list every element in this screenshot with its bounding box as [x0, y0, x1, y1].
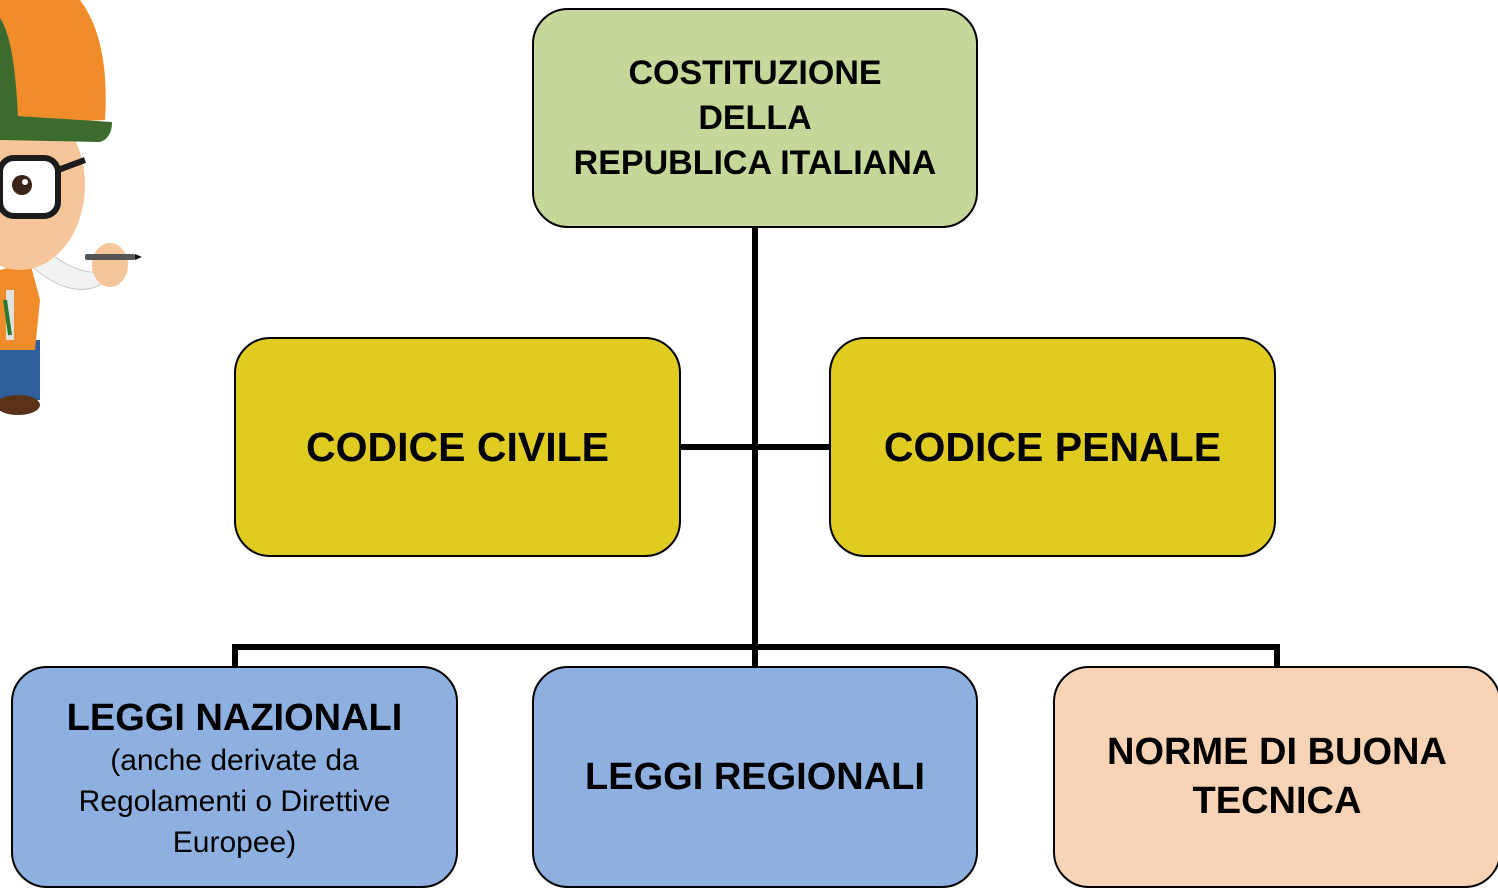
box-norme-buona-tecnica-label: NORME DI BUONA TECNICA: [1107, 731, 1447, 822]
box-leggi-nazionali-note: (anche derivate da Regolamenti o Diretti…: [78, 744, 391, 859]
box-codice-civile-label: CODICE CIVILE: [306, 423, 609, 470]
box-norme-buona-tecnica: NORME DI BUONA TECNICA: [1053, 666, 1498, 888]
box-leggi-regionali: LEGGI REGIONALI: [532, 666, 978, 888]
connector-norme: [1274, 644, 1280, 666]
construction-worker-mascot-icon: [0, 0, 142, 415]
connector-leggi-nazionali: [232, 644, 238, 666]
box-costituzione: COSTITUZIONE DELLA REPUBLICA ITALIANA: [532, 8, 978, 228]
box-leggi-regionali-label: LEGGI REGIONALI: [585, 755, 925, 798]
box-leggi-nazionali: LEGGI NAZIONALI (anche derivate da Regol…: [11, 666, 458, 888]
connector-codes: [681, 444, 829, 450]
box-costituzione-label: COSTITUZIONE DELLA REPUBLICA ITALIANA: [573, 53, 937, 182]
box-codice-penale: CODICE PENALE: [829, 337, 1276, 557]
box-leggi-nazionali-label: LEGGI NAZIONALI: [66, 697, 403, 739]
box-codice-civile: CODICE CIVILE: [234, 337, 681, 557]
box-codice-penale-label: CODICE PENALE: [883, 423, 1222, 470]
connector-laws-horizontal: [232, 644, 1280, 650]
